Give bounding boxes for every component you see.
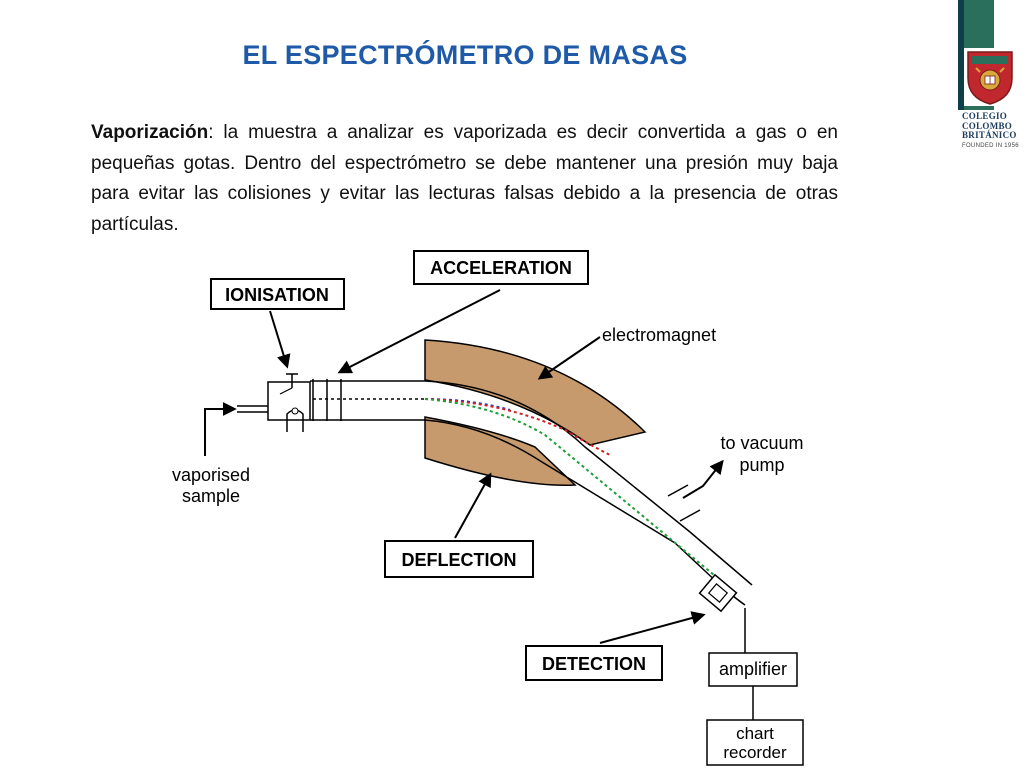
electromagnet-arrow bbox=[537, 336, 601, 380]
chart-recorder-box bbox=[706, 719, 804, 766]
deflection-label: DEFLECTION bbox=[402, 550, 517, 570]
ionisation-label: IONISATION bbox=[225, 285, 329, 305]
ion-beam-green bbox=[424, 398, 721, 581]
college-name-line3: BRITÁNICO bbox=[962, 130, 1017, 140]
detection-arrow bbox=[599, 611, 706, 644]
college-logo bbox=[958, 0, 1024, 768]
vacuum-port bbox=[667, 484, 701, 522]
deflection-arrow bbox=[454, 472, 492, 539]
vaporised-sample-label-line1: vaporised bbox=[172, 465, 250, 485]
sample-inlet-arrow bbox=[204, 402, 237, 456]
vaporization-paragraph: Vaporización: la muestra a analizar es v… bbox=[91, 118, 838, 240]
electromagnet-lower-pole bbox=[424, 416, 577, 487]
electromagnet-upper-pole bbox=[424, 339, 647, 446]
slide-title: EL ESPECTRÓMETRO DE MASAS bbox=[242, 40, 688, 70]
vacuum-pump-arrow bbox=[682, 459, 724, 499]
acceleration-label-box bbox=[413, 250, 589, 285]
flight-tube bbox=[310, 380, 753, 606]
college-crest-icon bbox=[964, 48, 1016, 106]
ion-source bbox=[237, 373, 311, 432]
college-name: COLEGIO COLOMBO BRITÁNICO bbox=[962, 111, 1020, 141]
detection-label: DETECTION bbox=[542, 654, 646, 674]
vacuum-pump-label-line2: pump bbox=[739, 455, 784, 475]
acceleration-arrow bbox=[337, 289, 501, 374]
vacuum-pump-label-line1: to vacuum bbox=[720, 433, 803, 453]
logo-bar-dark bbox=[958, 0, 964, 110]
deflection-label-box bbox=[384, 540, 534, 578]
chart-recorder-label-line1: chart bbox=[736, 724, 774, 743]
vaporised-sample-label-line2: sample bbox=[182, 486, 240, 506]
detection-label-box bbox=[525, 645, 663, 681]
ionisation-label-box bbox=[210, 278, 345, 310]
college-name-line1: COLEGIO bbox=[962, 111, 1008, 121]
accelerator-plates bbox=[312, 379, 342, 421]
vaporization-text: : la muestra a analizar es vaporizada es… bbox=[91, 122, 838, 235]
amplifier-box bbox=[708, 652, 798, 687]
vaporization-term: Vaporización bbox=[91, 122, 209, 143]
electromagnet-label: electromagnet bbox=[602, 325, 716, 345]
college-name-line2: COLOMBO bbox=[962, 120, 1013, 131]
detector bbox=[698, 573, 746, 653]
chart-recorder-label-line2: recorder bbox=[723, 743, 787, 762]
college-founded: FOUNDED IN 1956 bbox=[962, 143, 1019, 149]
ionisation-arrow bbox=[269, 310, 291, 369]
amplifier-label: amplifier bbox=[719, 659, 787, 679]
acceleration-label: ACCELERATION bbox=[430, 258, 572, 278]
ion-beam-red bbox=[424, 398, 611, 456]
